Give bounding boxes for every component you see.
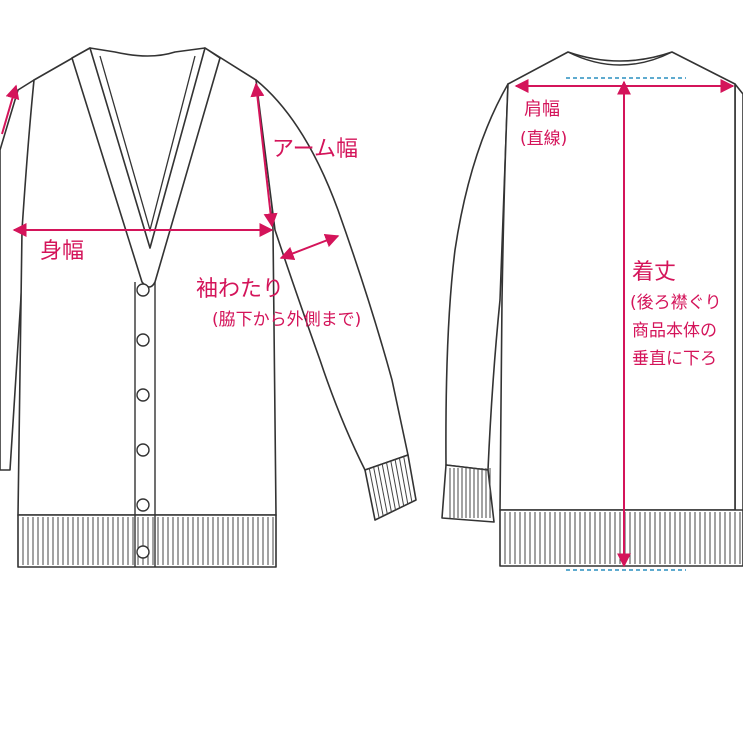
back-neckline bbox=[567, 51, 673, 66]
button bbox=[136, 333, 150, 347]
button bbox=[136, 283, 150, 297]
shoulder-width-note: (直線) bbox=[520, 129, 568, 149]
sleeve-width-arrow bbox=[279, 234, 340, 260]
front-right-sleeve bbox=[255, 79, 409, 471]
rib-line bbox=[386, 462, 396, 511]
button bbox=[136, 443, 150, 457]
back-left-sleeve bbox=[445, 83, 509, 471]
sleeve-width-note: (脇下から外側まで) bbox=[212, 310, 362, 330]
front-hem-ribbing bbox=[22, 517, 274, 565]
front-placket bbox=[134, 282, 156, 567]
front-hem-band bbox=[17, 514, 277, 568]
sleeve-width-label: 袖わたり bbox=[196, 277, 285, 302]
rib-line bbox=[368, 468, 380, 519]
back-body bbox=[499, 51, 736, 511]
partial-arrow bbox=[1, 84, 20, 135]
arm-width-arrow bbox=[250, 82, 278, 228]
back-hem-band bbox=[499, 509, 743, 567]
rib-line bbox=[373, 466, 384, 517]
back-hem-ribbing bbox=[504, 512, 741, 564]
length-label: 着丈 bbox=[632, 260, 677, 285]
length-note-line1: (後ろ襟ぐり bbox=[630, 293, 722, 313]
rib-line bbox=[377, 465, 388, 515]
rib-line bbox=[398, 457, 409, 505]
button bbox=[136, 498, 150, 512]
rib-line bbox=[403, 456, 413, 503]
back-right-sleeve bbox=[734, 83, 743, 521]
button bbox=[136, 545, 150, 559]
length-note-line2: 商品本体の bbox=[632, 321, 717, 341]
rib-line bbox=[390, 460, 401, 509]
front-cuff-ribbing bbox=[368, 456, 413, 519]
rib-line bbox=[381, 463, 392, 513]
shoulder-width-label: 肩幅 bbox=[524, 99, 560, 120]
body-width-label: 身幅 bbox=[40, 239, 85, 264]
rib-line bbox=[394, 459, 405, 507]
button bbox=[136, 388, 150, 402]
back-cuff-ribbing bbox=[449, 468, 491, 518]
cardigan-front-illustration bbox=[0, 47, 417, 568]
arm-width-label: アーム幅 bbox=[272, 137, 359, 162]
length-note-line3: 垂直に下ろ bbox=[632, 349, 717, 369]
